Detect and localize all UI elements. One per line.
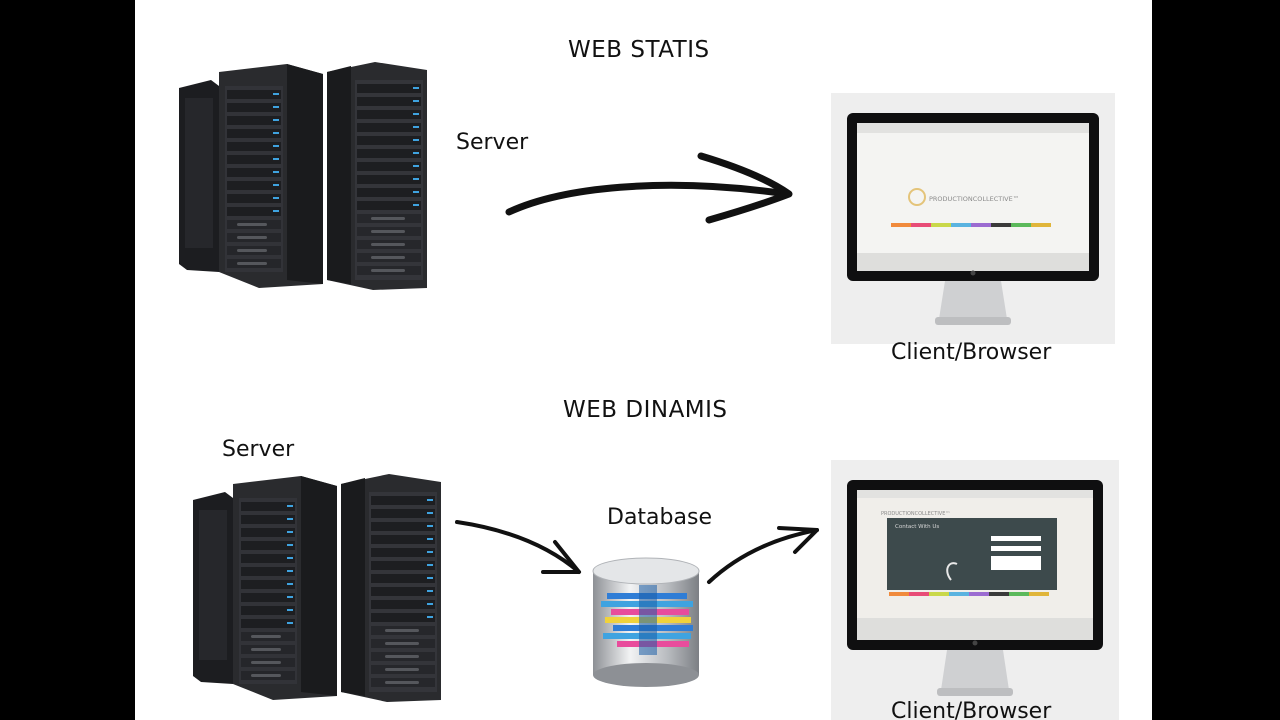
server-rack-icon <box>179 62 427 290</box>
slide: WEB STATIS Server PRODUCTIONCOLLECTIVE™ <box>135 0 1152 720</box>
static-server-label: Server <box>456 130 529 155</box>
dynamic-screen-logo: PRODUCTIONCOLLECTIVE™ <box>881 511 950 517</box>
static-arrow <box>505 152 793 224</box>
static-title: WEB STATIS <box>568 37 710 63</box>
server-rack-icon <box>193 474 441 702</box>
dynamic-screen-form-title: Contact With Us <box>895 524 939 530</box>
server-to-database-arrow <box>455 520 581 574</box>
database-label: Database <box>607 505 712 530</box>
static-client-label: Client/Browser <box>891 340 1052 365</box>
database-icon <box>592 557 700 687</box>
dynamic-server-label: Server <box>222 437 295 462</box>
dynamic-client-label: Client/Browser <box>891 699 1052 720</box>
static-screen-logo: PRODUCTIONCOLLECTIVE™ <box>929 195 1019 203</box>
dynamic-monitor-icon: PRODUCTIONCOLLECTIVE™ Contact With Us <box>831 460 1119 720</box>
static-monitor-icon: PRODUCTIONCOLLECTIVE™ <box>831 93 1115 344</box>
database-to-client-arrow <box>707 526 819 584</box>
dynamic-title: WEB DINAMIS <box>563 397 728 423</box>
